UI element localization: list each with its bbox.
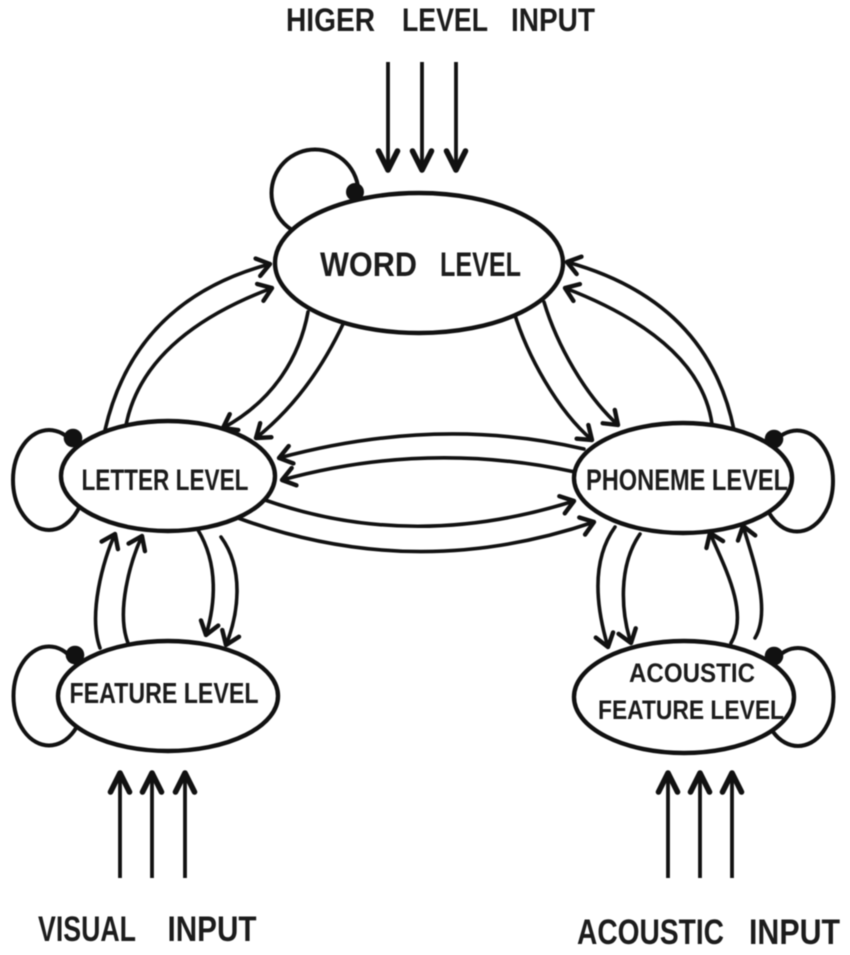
- svg-text:ACOUSTIC: ACOUSTIC: [629, 658, 755, 688]
- svg-text:ACOUSTIC: ACOUSTIC: [577, 913, 724, 952]
- svg-text:INPUT: INPUT: [511, 2, 595, 38]
- svg-text:FEATURE LEVEL: FEATURE LEVEL: [598, 695, 784, 725]
- svg-text:INPUT: INPUT: [168, 910, 257, 949]
- svg-text:WORD: WORD: [320, 246, 417, 284]
- svg-text:LEVEL: LEVEL: [440, 246, 521, 284]
- svg-text:HIGER: HIGER: [286, 2, 375, 38]
- svg-text:INPUT: INPUT: [749, 913, 840, 952]
- svg-text:LEVEL: LEVEL: [402, 2, 488, 38]
- svg-text:FEATURE LEVEL: FEATURE LEVEL: [70, 678, 259, 710]
- svg-text:VISUAL: VISUAL: [38, 910, 136, 949]
- svg-text:LETTER LEVEL: LETTER LEVEL: [82, 464, 249, 497]
- svg-text:PHONEME LEVEL: PHONEME LEVEL: [586, 464, 788, 497]
